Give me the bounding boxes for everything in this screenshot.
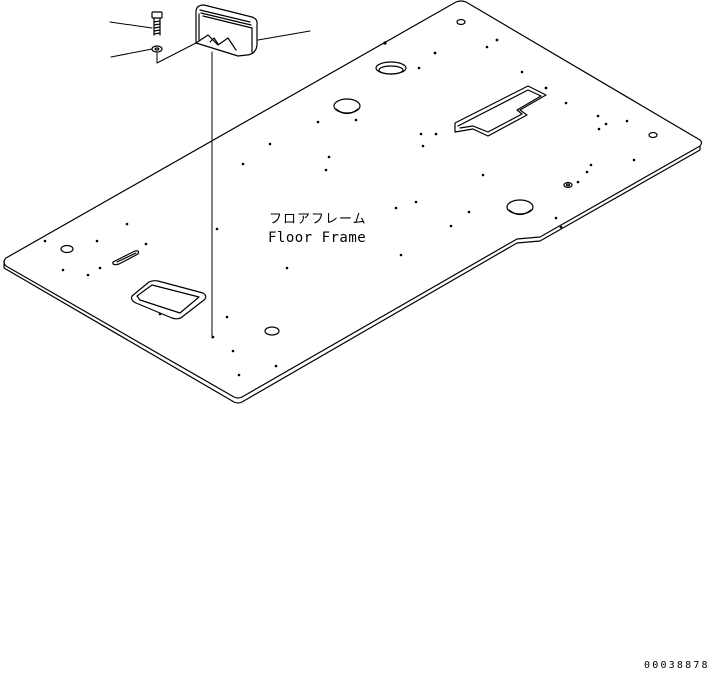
washer [152,46,162,52]
hole-large-2-depth [509,210,531,215]
hole-medium-5 [564,183,572,188]
hole-medium-2 [61,246,73,253]
cutout-elongated-inner [458,90,541,132]
hole-medium-3 [649,133,657,138]
slot-cutout-small [113,251,139,265]
part-label-en: Floor Frame [268,230,367,246]
slot-cutout-small-inner [117,253,136,262]
hole-medium-1 [265,327,279,335]
cutout-elongated [455,86,546,136]
cutout-square [132,281,206,319]
cutout-square-inner [137,285,199,313]
leader-lines [110,22,310,338]
part-label-jp: フロアフレーム [269,212,367,227]
hole-large-1-depth [336,109,358,114]
slot-cutout-upper-inner [379,66,403,74]
document-number: 00038878 [644,660,710,671]
hole-small-ring [567,184,570,186]
bolt [152,12,162,35]
mounting-holes [43,38,636,377]
floor-plate-outline [4,1,702,398]
hole-medium-4 [457,20,465,25]
step-bracket [196,5,257,56]
floor-plate-edge [4,146,700,403]
